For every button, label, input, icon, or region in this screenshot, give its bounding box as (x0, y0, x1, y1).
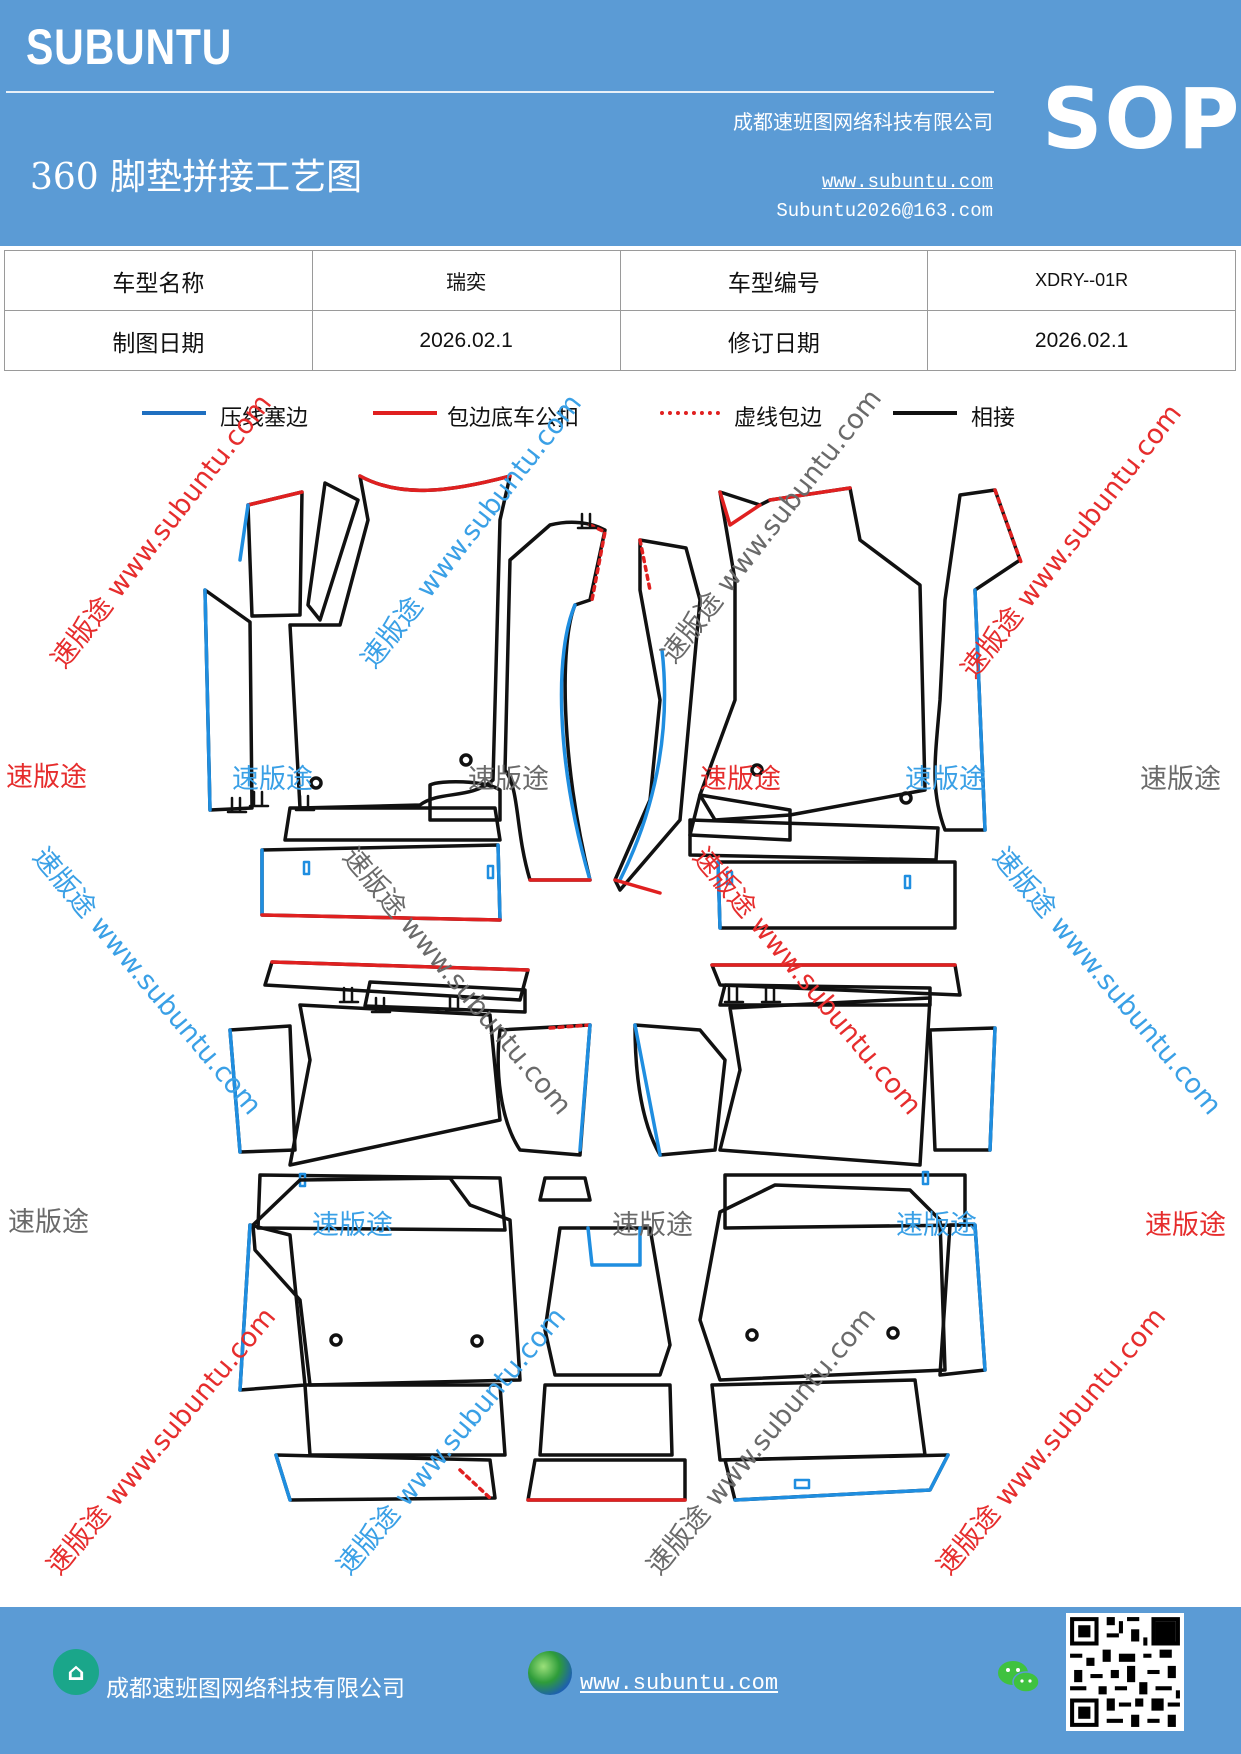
mat-piece-passenger-main (698, 486, 927, 822)
mat-piece-rear-left-side-lower (238, 1223, 307, 1392)
model-code-value: XDRY--01R (927, 250, 1236, 311)
mat-piece-rear-left-door (496, 1023, 592, 1157)
mat-piece-rear-right-side (928, 1026, 997, 1152)
mat-piece-rear-left-main (288, 1003, 502, 1167)
draw-date-label: 制图日期 (4, 310, 313, 371)
mat-piece-left-pillar (238, 490, 304, 618)
mat-piece-rear-right-big (698, 1183, 947, 1382)
footer-company-name: 成都速班图网络科技有限公司 (106, 1676, 405, 1702)
mat-piece-rear-left-top-strip (263, 960, 530, 1014)
model-name-value: 瑞奕 (311, 250, 621, 311)
legend-swatch-red-dotted (660, 411, 720, 415)
draw-date-value: 2026.02.1 (311, 310, 621, 371)
mat-piece-rear-left-cushion (303, 1383, 507, 1457)
mat-piece-rear-right-side-lower (938, 1223, 987, 1377)
mat-piece-left-door (306, 481, 360, 622)
mat-piece-rear-right-seat-base (723, 1170, 967, 1230)
website-link[interactable]: www.subuntu.com (821, 171, 993, 193)
mat-piece-rear-right-bottom-strip (723, 1453, 950, 1502)
mat-piece-left-side-strip (203, 588, 254, 812)
legend: 压线塞边 包边底车公扣 虚线包边 相接 (0, 398, 1241, 438)
table-row: 制图日期 2026.02.1 修订日期 2026.02.1 (4, 310, 1236, 371)
qr-code[interactable] (1066, 1613, 1184, 1731)
globe-icon (528, 1651, 572, 1695)
mat-piece-rear-right-cushion (710, 1378, 927, 1462)
mat-piece-rear-right-main (718, 996, 932, 1167)
home-icon: ⌂ (53, 1649, 99, 1695)
revision-date-value: 2026.02.1 (927, 310, 1236, 371)
mat-piece-passenger-left-strip (613, 538, 702, 895)
mat-piece-passenger-right-strip (933, 488, 1024, 832)
mat-piece-center-tunnel (526, 1383, 687, 1502)
email-address[interactable]: Subuntu2026@163.com (776, 200, 993, 222)
mat-piece-rear-right-door (633, 1023, 727, 1157)
wechat-icon (998, 1661, 1040, 1693)
joint-marks (226, 512, 782, 1014)
table-row: 车型名称 瑞奕 车型编号 XDRY--01R (4, 250, 1236, 311)
vehicle-info-table: 车型名称 瑞奕 车型编号 XDRY--01R 制图日期 2026.02.1 修订… (4, 250, 1236, 371)
legend-swatch-blue (142, 411, 206, 415)
brand-logo: SUBUNTU (26, 19, 233, 75)
model-name-label: 车型名称 (4, 250, 313, 311)
legend-swatch-red (373, 411, 437, 415)
footer-website-link[interactable]: www.subuntu.com (580, 1671, 779, 1696)
mat-piece-rear-left-bottom-strip (274, 1453, 497, 1502)
mat-piece-rear-left-side (228, 1024, 297, 1154)
sop-badge: SOP (1042, 70, 1241, 168)
legend-swatch-black (893, 411, 957, 415)
mat-piece-rear-left-big (251, 1176, 522, 1387)
mat-piece-driver-rear-strip (283, 779, 502, 842)
mat-piece-passenger-rear-strip (688, 793, 940, 862)
mat-piece-driver-heel (260, 843, 502, 922)
mat-piece-center-console (538, 1176, 672, 1377)
document-title: 360 脚垫拼接工艺图 (30, 157, 363, 198)
header-divider (6, 91, 994, 93)
company-name: 成都速班图网络科技有限公司 (733, 110, 993, 134)
mat-piece-right-of-driver (503, 520, 607, 882)
mat-piece-driver-main (288, 474, 512, 810)
mat-piece-passenger-heel (716, 860, 957, 930)
floor-mat-diagram (203, 474, 1024, 1502)
revision-date-label: 修订日期 (619, 310, 929, 371)
header-banner: SUBUNTU 成都速班图网络科技有限公司 360 脚垫拼接工艺图 www.su… (0, 0, 1241, 246)
footer-banner: ⌂ 成都速班图网络科技有限公司 www.subuntu.com (0, 1607, 1241, 1754)
model-code-label: 车型编号 (619, 250, 929, 311)
